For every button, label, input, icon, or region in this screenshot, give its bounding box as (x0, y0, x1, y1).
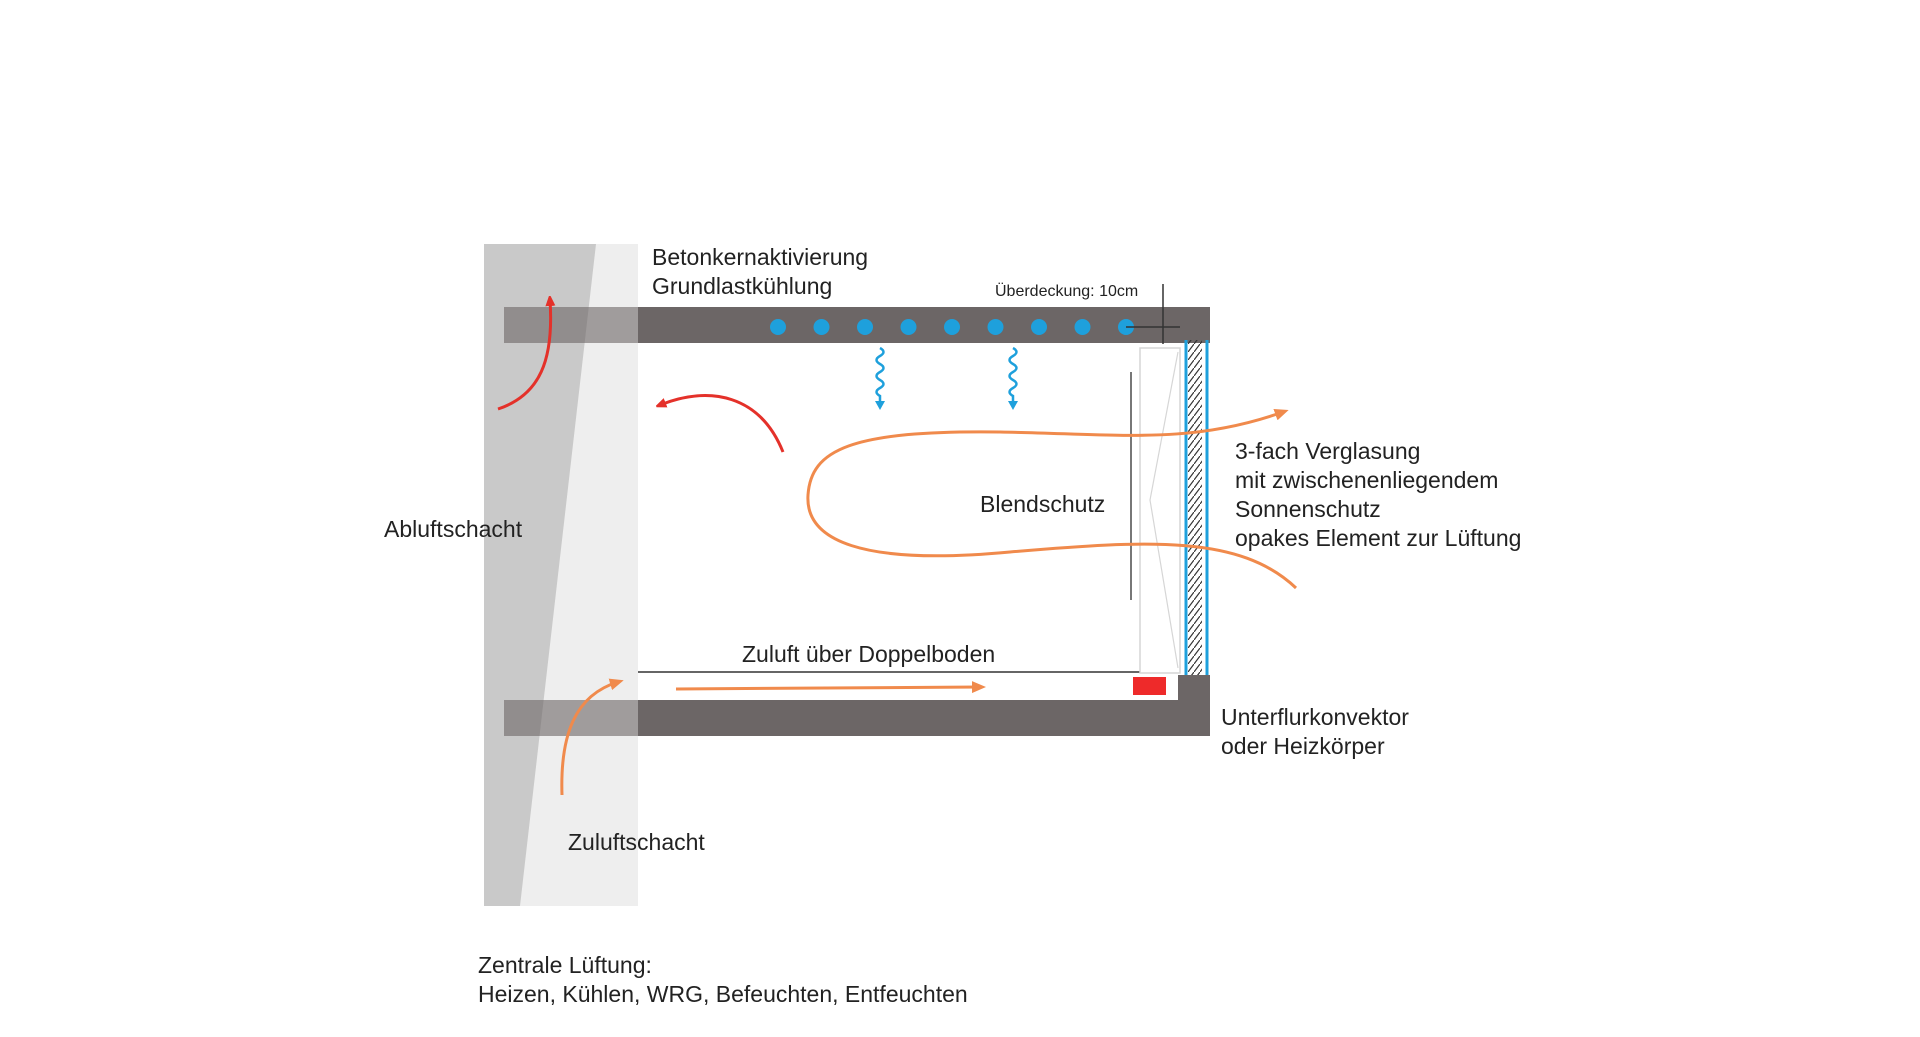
convector-line1: Unterflurkonvektor (1221, 704, 1409, 730)
shaft-shadow (484, 244, 596, 906)
sun-protection-hatch (1188, 340, 1202, 675)
label-central-ventilation: Zentrale Lüftung: Heizen, Kühlen, WRG, B… (478, 951, 968, 1009)
cooling-pipe (770, 319, 786, 335)
cover-dimension (1126, 284, 1180, 344)
exhaust-arrow-shaft (497, 300, 551, 411)
underfloor-convector (1133, 677, 1166, 695)
glazing-line2: mit zwischenenliegendem (1235, 467, 1499, 493)
cooling-pipe (1074, 319, 1091, 335)
blind-outline (1149, 351, 1179, 669)
label-cover: Überdeckung: 10cm (995, 283, 1139, 300)
central-ventilation-line1: Zentrale Lüftung: (478, 952, 652, 978)
glazing-line1: 3-fach Verglasung (1235, 438, 1421, 464)
label-glare-protection: Blendschutz (980, 491, 1106, 517)
floor-slab (504, 675, 1210, 736)
label-glazing: 3-fach Verglasung mit zwischenenliegende… (1235, 437, 1521, 553)
glazing-line3: Sonnenschutz (1235, 496, 1381, 522)
cooling-pipe (900, 319, 917, 335)
glazing-line4: opakes Element zur Lüftung (1235, 525, 1522, 551)
cooling-pipe (857, 319, 873, 335)
ceiling-slab (504, 307, 1210, 343)
cooling-waves (875, 346, 1018, 410)
concrete-core-line1: Betonkernaktivierung (652, 244, 869, 270)
supply-arrow-shaft (560, 678, 624, 796)
concrete-core-line2: Grundlastkühlung (652, 273, 833, 299)
label-concrete-core-activation: Betonkernaktivierung Grundlastkühlung (652, 243, 868, 301)
label-exhaust-shaft: Abluftschacht (384, 516, 523, 542)
exhaust-arrow-room (660, 394, 785, 453)
cooling-pipe (1031, 319, 1047, 335)
supply-arrow-floor (675, 681, 986, 694)
convector-line2: oder Heizkörper (1221, 733, 1385, 759)
room-airflow-loop (806, 409, 1298, 590)
cooling-wave-arrow (1008, 346, 1018, 410)
shaft (484, 244, 638, 906)
cooling-pipe (813, 319, 830, 335)
cooling-pipe (944, 319, 960, 335)
cooling-pipe (987, 319, 1004, 335)
facade (1130, 340, 1209, 675)
cooling-pipes (770, 319, 1134, 335)
central-ventilation-line2: Heizen, Kühlen, WRG, Befeuchten, Entfeuc… (478, 981, 968, 1007)
label-raised-floor-supply: Zuluft über Doppelboden (742, 641, 996, 667)
window-frame (1139, 347, 1181, 674)
cooling-wave-arrow (875, 346, 885, 410)
label-convector: Unterflurkonvektor oder Heizkörper (1221, 703, 1409, 761)
label-supply-shaft: Zuluftschacht (568, 829, 705, 855)
